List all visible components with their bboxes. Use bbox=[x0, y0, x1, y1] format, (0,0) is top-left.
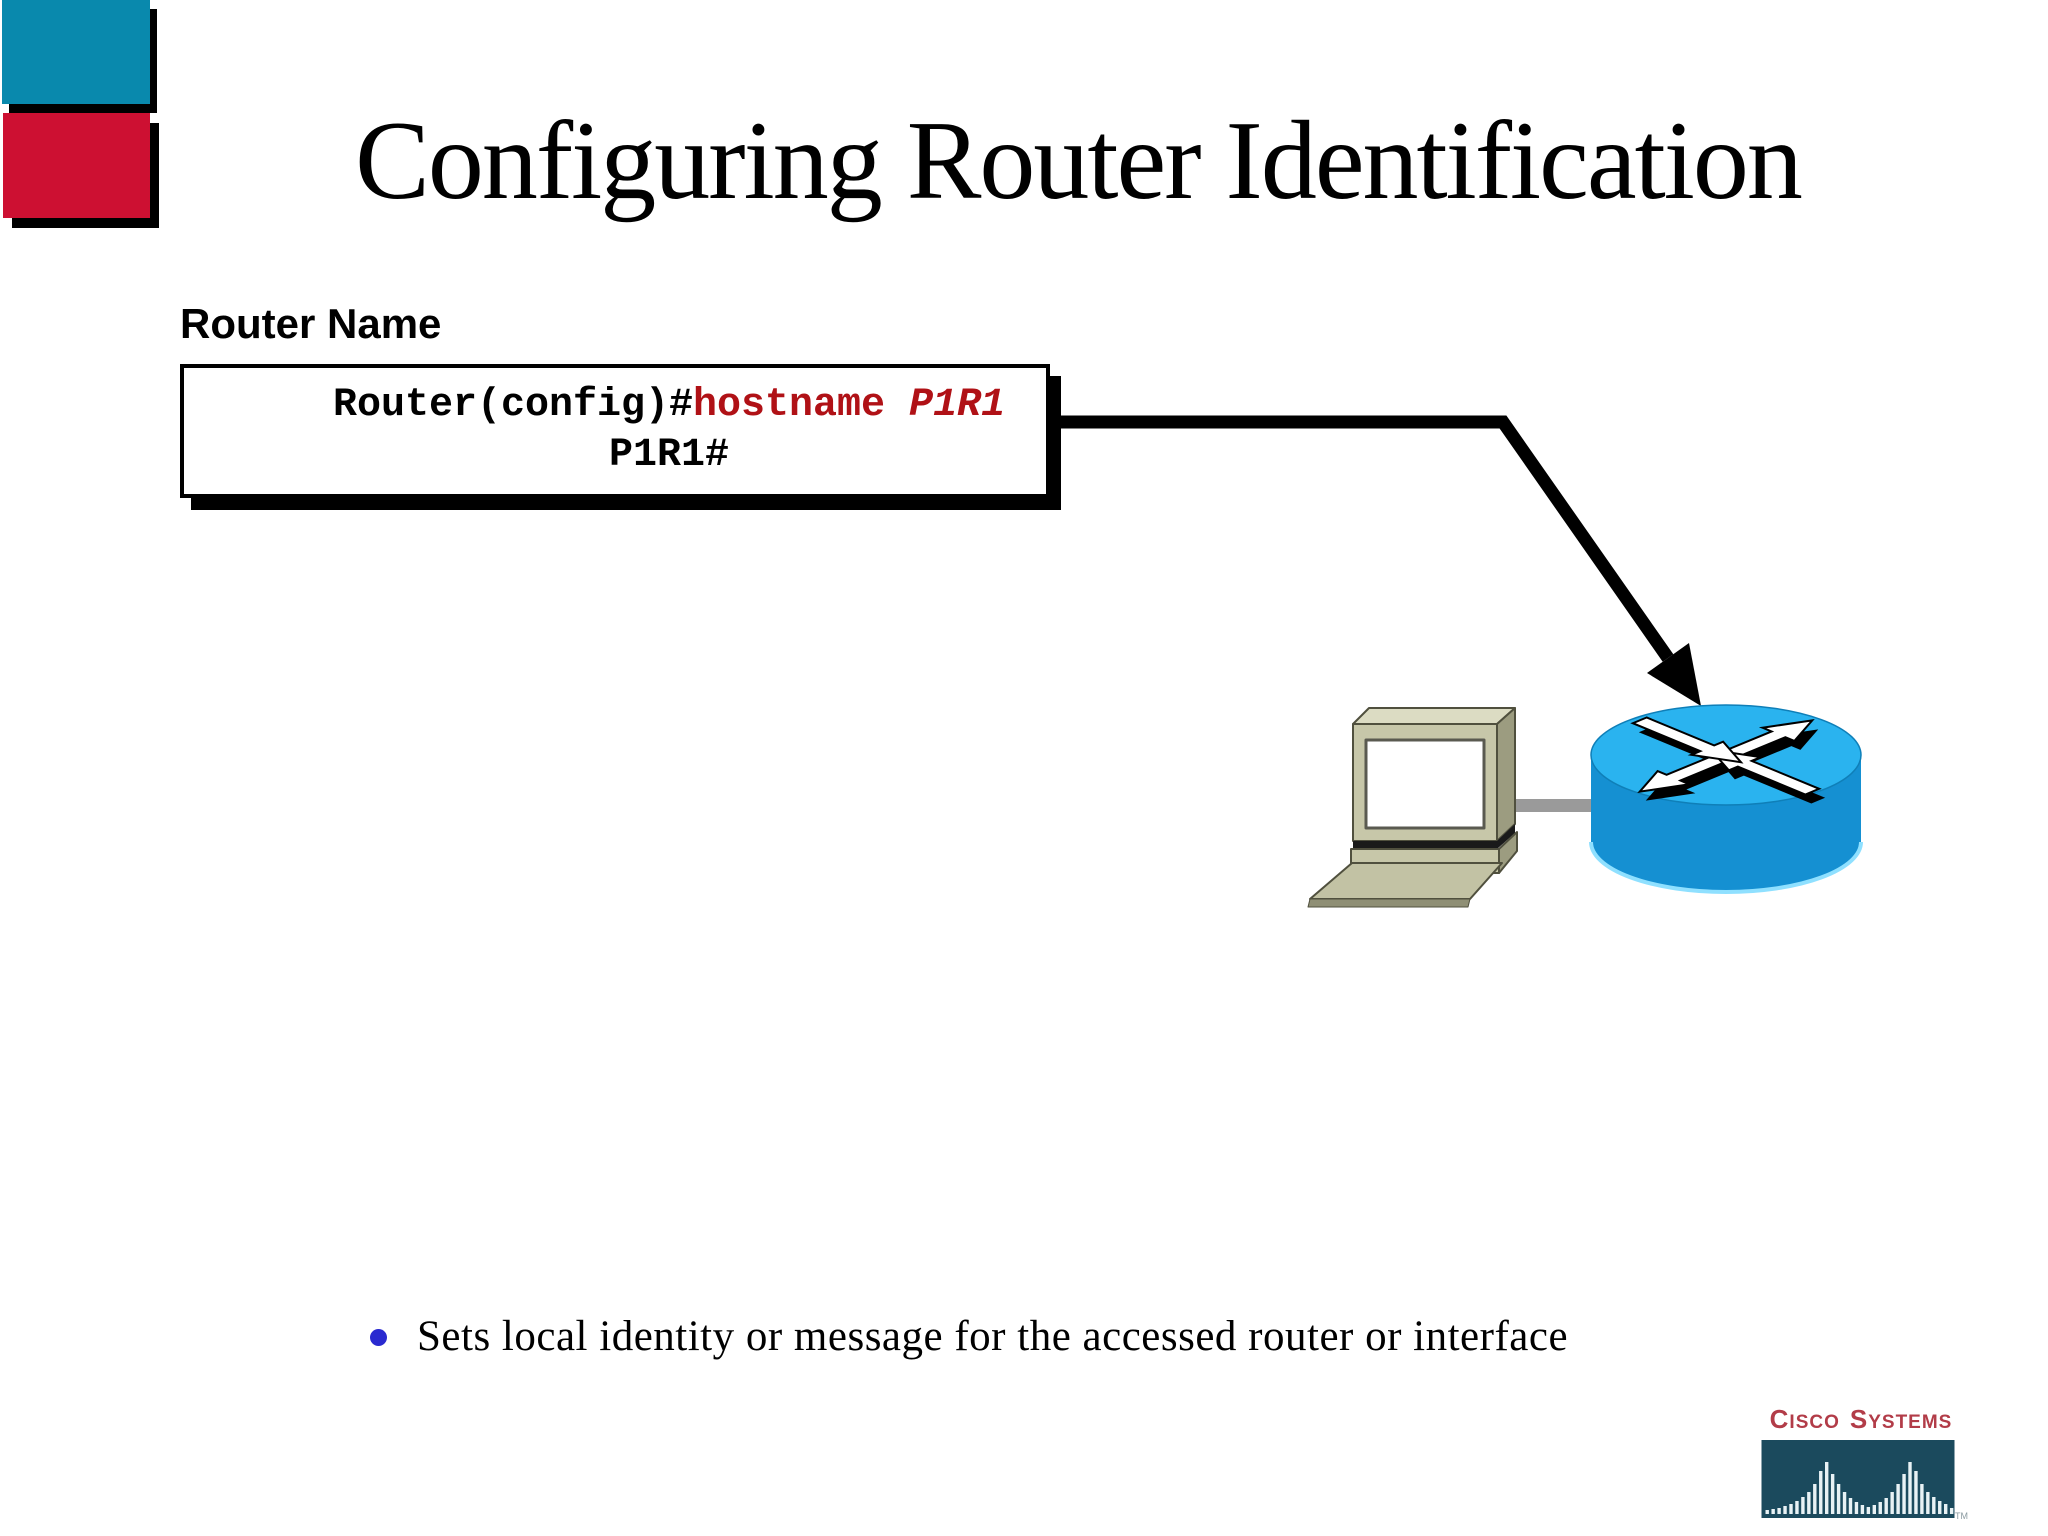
cisco-bridge-graphic bbox=[1761, 1440, 1955, 1518]
bridge-bar bbox=[1807, 1492, 1811, 1514]
bridge-bar bbox=[1932, 1497, 1936, 1514]
bridge-bar bbox=[1836, 1484, 1841, 1514]
cisco-logo-text: CISCO SYSTEMS bbox=[1760, 1404, 1962, 1439]
arrow-out-ne bbox=[1713, 720, 1812, 761]
bridge-bars bbox=[1765, 1462, 1954, 1514]
console-cable bbox=[1497, 799, 1595, 812]
bridge-bar bbox=[1884, 1498, 1888, 1514]
router-arrows-icon bbox=[1633, 717, 1819, 794]
logo-word1-initial: C bbox=[1769, 1404, 1790, 1434]
bridge-bar bbox=[1848, 1498, 1853, 1514]
corner-accent-red-square bbox=[3, 113, 150, 218]
cli-line-1: Router(config)#hostname P1R1 bbox=[333, 381, 1005, 431]
base-side-face bbox=[1498, 831, 1518, 874]
bridge-bar bbox=[1944, 1504, 1948, 1514]
bridge-bar bbox=[1896, 1484, 1900, 1514]
bridge-bar bbox=[1878, 1502, 1882, 1514]
corner-accent-teal-square bbox=[2, 0, 150, 104]
bridge-bar bbox=[1872, 1505, 1876, 1514]
cli-output-box: Router(config)#hostname P1R1 P1R1# bbox=[180, 364, 1050, 498]
bridge-bar bbox=[1842, 1492, 1847, 1514]
logo-word2-rest: YSTEMS bbox=[1868, 1412, 1953, 1433]
bridge-bar bbox=[1926, 1492, 1930, 1514]
bridge-bar bbox=[1949, 1508, 1954, 1514]
base-front-face bbox=[1350, 848, 1500, 874]
cli-command-text: hostname bbox=[693, 383, 910, 428]
pointer-arrow-line bbox=[1058, 415, 1674, 662]
terminal-computer-icon bbox=[1307, 707, 1518, 908]
monitor-top-face bbox=[1352, 707, 1516, 725]
cli-line-2: P1R1# bbox=[608, 433, 730, 478]
router-top-face bbox=[1590, 704, 1862, 806]
bridge-bar bbox=[1854, 1502, 1859, 1514]
monitor-screen bbox=[1364, 738, 1486, 830]
section-label: Router Name bbox=[180, 300, 442, 347]
bridge-bar bbox=[1830, 1474, 1835, 1514]
monitor-side-face bbox=[1496, 707, 1516, 842]
bridge-bar bbox=[1890, 1492, 1894, 1514]
bridge-bar bbox=[1789, 1504, 1793, 1514]
arrow-in-nw bbox=[1633, 717, 1741, 762]
pointer-arrow bbox=[1058, 415, 1701, 706]
bridge-bar bbox=[1920, 1484, 1924, 1514]
bullet-marker bbox=[370, 1329, 387, 1346]
arrow-in-se bbox=[1711, 750, 1819, 795]
bridge-bar bbox=[1765, 1510, 1769, 1514]
bridge-bar bbox=[1801, 1497, 1805, 1514]
router-arrows-shadow bbox=[1638, 726, 1826, 804]
keyboard-front-edge bbox=[1307, 898, 1471, 908]
logo-word2-initial: S bbox=[1849, 1404, 1869, 1434]
router-bottom bbox=[1591, 792, 1861, 892]
bridge-bar bbox=[1819, 1471, 1823, 1514]
monitor-front-face bbox=[1352, 723, 1498, 842]
bridge-bar bbox=[1795, 1501, 1799, 1514]
bridge-bar bbox=[1908, 1462, 1912, 1514]
pointer-arrowhead bbox=[1647, 643, 1701, 706]
cli-prompt-text: Router(config)# bbox=[332, 383, 693, 428]
bridge-bar bbox=[1777, 1508, 1781, 1514]
router-icon bbox=[1589, 704, 1863, 894]
bridge-bar bbox=[1902, 1474, 1906, 1514]
bullet-item: Sets local identity or message for the a… bbox=[370, 1310, 1568, 1364]
tm-mark: TM bbox=[1955, 1511, 1968, 1521]
monitor-base-gap bbox=[1353, 824, 1515, 849]
bridge-bar bbox=[1938, 1501, 1942, 1514]
bridge-bar bbox=[1914, 1471, 1918, 1514]
bullet-text: Sets local identity or message for the a… bbox=[417, 1313, 1569, 1360]
bridge-bar bbox=[1866, 1507, 1871, 1514]
keyboard-top bbox=[1309, 862, 1503, 900]
slide-title: Configuring Router Identification bbox=[355, 99, 1803, 223]
bridge-bar bbox=[1860, 1505, 1865, 1514]
router-body bbox=[1591, 755, 1861, 842]
bridge-bar bbox=[1783, 1506, 1787, 1514]
bridge-bar bbox=[1771, 1509, 1775, 1514]
bridge-bar bbox=[1813, 1484, 1817, 1514]
cli-argument-text: P1R1 bbox=[909, 383, 1006, 428]
router-bottom-rim bbox=[1589, 841, 1863, 894]
logo-word1-rest: ISCO bbox=[1789, 1412, 1840, 1433]
bridge-bar bbox=[1825, 1462, 1829, 1514]
arrow-out-sw bbox=[1640, 751, 1739, 792]
cisco-logo: CISCO SYSTEMS TM bbox=[1760, 1404, 1968, 1521]
